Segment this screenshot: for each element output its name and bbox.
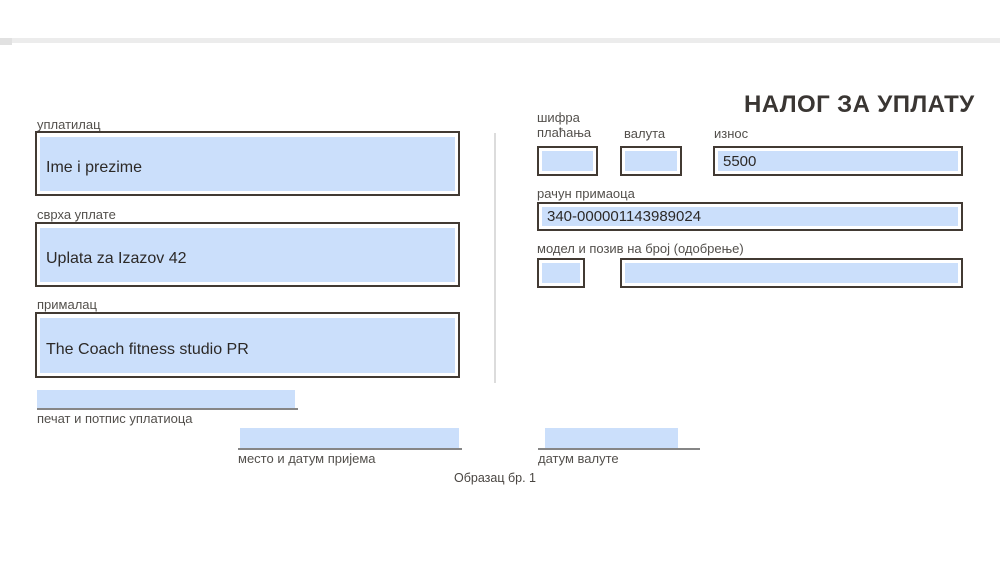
payer-value[interactable]: Ime i prezime: [40, 137, 455, 191]
place-date-label: место и датум пријема: [238, 451, 376, 466]
payment-code-value[interactable]: [542, 151, 593, 171]
amount-value[interactable]: 5500: [718, 151, 958, 171]
signature-input[interactable]: [37, 390, 295, 408]
recipient-account-input[interactable]: 340-000001143989024: [537, 202, 963, 231]
top-divider-cap: [0, 38, 12, 45]
form-title: НАЛОГ ЗА УПЛАТУ: [744, 91, 975, 118]
value-date-line: [538, 448, 700, 450]
recipient-label: прималац: [37, 297, 97, 312]
currency-label: валута: [624, 126, 666, 141]
reference-number-value[interactable]: [625, 263, 958, 283]
purpose-value[interactable]: Uplata za Izazov 42: [40, 228, 455, 282]
value-date-label: датум валуте: [538, 451, 619, 466]
signature-line: [37, 408, 298, 410]
recipient-value[interactable]: The Coach fitness studio PR: [40, 318, 455, 373]
recipient-account-value[interactable]: 340-000001143989024: [542, 207, 958, 226]
column-divider: [494, 133, 496, 383]
place-date-line: [238, 448, 462, 450]
amount-input[interactable]: 5500: [713, 146, 963, 176]
currency-input[interactable]: [620, 146, 682, 176]
recipient-account-label: рачун примаоца: [537, 186, 635, 201]
payment-code-label: шифра плаћања: [537, 110, 592, 140]
reference-number-input[interactable]: [620, 258, 963, 288]
amount-label: износ: [714, 126, 749, 141]
currency-value[interactable]: [625, 151, 677, 171]
recipient-input[interactable]: The Coach fitness studio PR: [35, 312, 460, 378]
purpose-label: сврха уплате: [37, 207, 116, 222]
value-date-input[interactable]: [545, 428, 678, 448]
model-input[interactable]: [537, 258, 585, 288]
model-reference-label: модел и позив на број (одобрење): [537, 241, 744, 256]
model-value[interactable]: [542, 263, 580, 283]
form-number: Образац бр. 1: [454, 471, 536, 485]
top-divider: [0, 38, 1000, 43]
payment-code-input[interactable]: [537, 146, 598, 176]
purpose-input[interactable]: Uplata za Izazov 42: [35, 222, 460, 287]
payer-label: уплатилац: [37, 117, 101, 132]
payer-input[interactable]: Ime i prezime: [35, 131, 460, 196]
signature-label: печат и потпис уплатиоца: [37, 411, 193, 426]
place-date-input[interactable]: [240, 428, 459, 448]
